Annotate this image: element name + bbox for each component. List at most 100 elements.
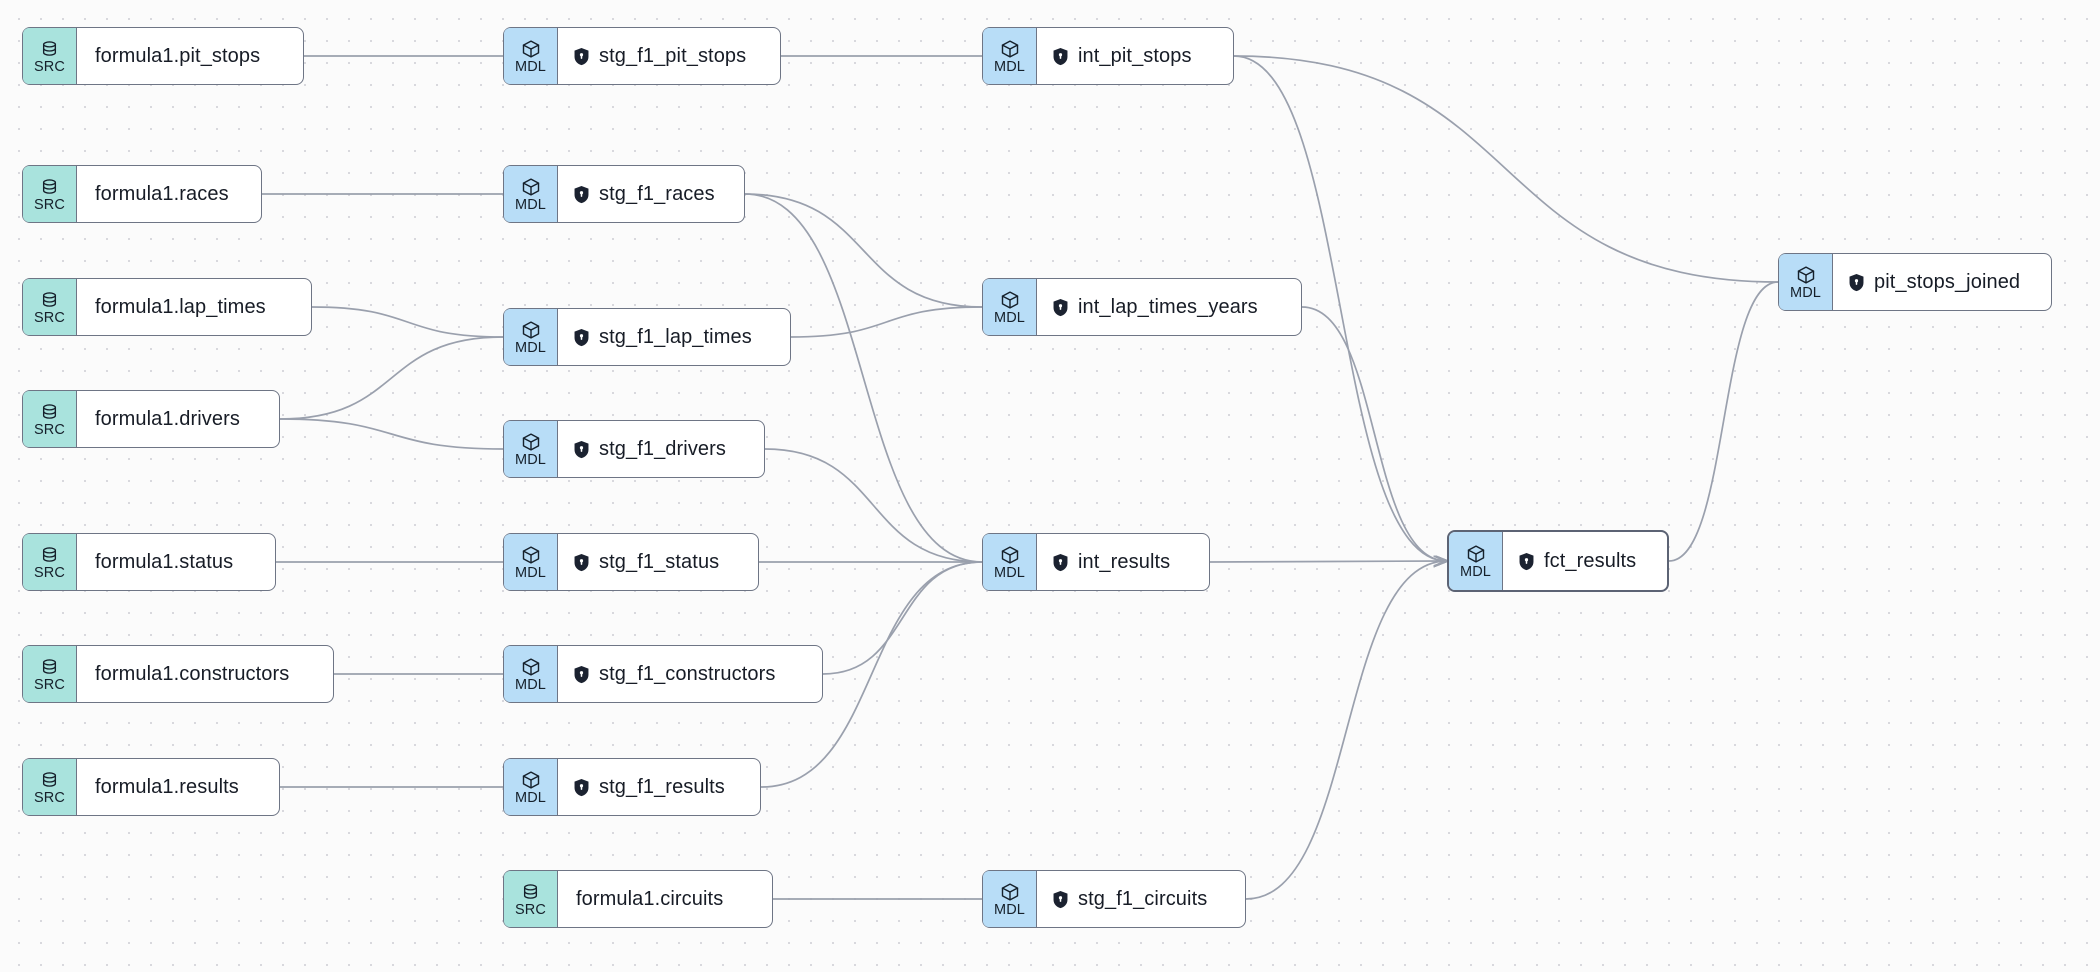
node-body[interactable]: formula1.constructors xyxy=(77,646,306,702)
cube-icon xyxy=(522,433,539,451)
node-body[interactable]: stg_f1_results xyxy=(558,759,741,815)
node-type-badge-src: SRC xyxy=(504,871,558,927)
node-type-label: SRC xyxy=(34,309,65,326)
graph-node-stg_status[interactable]: MDL stg_f1_status xyxy=(503,533,759,591)
shield-lock-icon xyxy=(1519,552,1534,570)
node-type-label: MDL xyxy=(1790,285,1821,301)
node-body[interactable]: stg_f1_circuits xyxy=(1037,871,1224,927)
node-type-badge-src: SRC xyxy=(23,534,77,590)
node-body[interactable]: formula1.results xyxy=(77,759,255,815)
edge-src_lap_times-to-stg_lap_times xyxy=(311,306,504,338)
node-type-badge-src: SRC xyxy=(23,28,77,84)
node-type-badge-mdl: MDL xyxy=(504,646,558,702)
graph-node-src_circuits[interactable]: SRC formula1.circuits xyxy=(503,870,773,928)
database-icon xyxy=(42,40,57,56)
graph-node-stg_constructors[interactable]: MDL stg_f1_constructors xyxy=(503,645,823,703)
node-body[interactable]: int_pit_stops xyxy=(1037,28,1208,84)
node-body[interactable]: formula1.circuits xyxy=(558,871,740,927)
database-icon xyxy=(42,403,57,419)
cube-icon xyxy=(522,658,539,676)
node-body[interactable]: stg_f1_pit_stops xyxy=(558,28,763,84)
graph-node-stg_pit_stops[interactable]: MDL stg_f1_pit_stops xyxy=(503,27,781,85)
node-body[interactable]: formula1.status xyxy=(77,534,250,590)
node-label: stg_f1_drivers xyxy=(599,438,727,460)
graph-node-pit_stops_joined[interactable]: MDL pit_stops_joined xyxy=(1778,253,2052,311)
node-body[interactable]: stg_f1_status xyxy=(558,534,736,590)
node-type-label: SRC xyxy=(34,196,65,213)
node-label: formula1.drivers xyxy=(95,408,240,430)
node-body[interactable]: fct_results xyxy=(1503,532,1653,590)
node-type-label: MDL xyxy=(994,310,1025,326)
shield-lock-icon xyxy=(1053,47,1068,65)
node-body[interactable]: formula1.pit_stops xyxy=(77,28,277,84)
node-body[interactable]: formula1.races xyxy=(77,166,245,222)
cube-icon xyxy=(522,321,539,339)
shield-lock-icon xyxy=(1053,298,1068,316)
database-icon xyxy=(42,658,57,674)
node-body[interactable]: formula1.lap_times xyxy=(77,279,282,335)
node-body[interactable]: stg_f1_lap_times xyxy=(558,309,768,365)
node-label: formula1.races xyxy=(95,183,229,205)
shield-lock-icon xyxy=(574,185,589,203)
graph-node-src_races[interactable]: SRC formula1.races xyxy=(22,165,262,223)
node-type-label: MDL xyxy=(515,677,546,693)
node-body[interactable]: formula1.drivers xyxy=(77,391,256,447)
node-type-label: SRC xyxy=(515,901,546,918)
node-type-label: MDL xyxy=(515,59,546,75)
database-icon xyxy=(42,771,57,787)
node-type-badge-mdl: MDL xyxy=(983,534,1037,590)
shield-lock-icon xyxy=(574,553,589,571)
shield-lock-icon xyxy=(574,328,589,346)
node-type-badge-mdl: MDL xyxy=(983,28,1037,84)
cube-icon xyxy=(1467,545,1484,563)
node-body[interactable]: stg_f1_drivers xyxy=(558,421,743,477)
node-type-badge-mdl: MDL xyxy=(504,166,558,222)
graph-node-src_status[interactable]: SRC formula1.status xyxy=(22,533,276,591)
node-type-badge-mdl: MDL xyxy=(504,421,558,477)
shield-lock-icon xyxy=(574,665,589,683)
graph-node-src_results[interactable]: SRC formula1.results xyxy=(22,758,280,816)
node-type-badge-mdl: MDL xyxy=(504,759,558,815)
node-label: int_lap_times_years xyxy=(1078,296,1258,318)
node-label: pit_stops_joined xyxy=(1874,271,2021,293)
shield-lock-icon xyxy=(574,778,589,796)
edge-int_pit_stops-to-pit_stops_joined xyxy=(1233,55,1779,283)
node-label: formula1.circuits xyxy=(576,888,724,910)
cube-icon xyxy=(522,40,539,58)
edge-stg_drivers-to-int_results xyxy=(764,448,983,563)
cube-icon xyxy=(1001,291,1018,309)
node-body[interactable]: int_results xyxy=(1037,534,1187,590)
shield-lock-icon xyxy=(574,440,589,458)
node-body[interactable]: int_lap_times_years xyxy=(1037,279,1274,335)
node-body[interactable]: stg_f1_races xyxy=(558,166,731,222)
node-label: stg_f1_pit_stops xyxy=(599,45,747,67)
cube-icon xyxy=(1001,40,1018,58)
shield-lock-icon xyxy=(1053,890,1068,908)
node-type-label: SRC xyxy=(34,564,65,581)
node-type-badge-mdl: MDL xyxy=(983,871,1037,927)
cube-icon xyxy=(1001,546,1018,564)
node-body[interactable]: stg_f1_constructors xyxy=(558,646,792,702)
node-label: fct_results xyxy=(1544,550,1637,572)
graph-node-int_lap_times_years[interactable]: MDL int_lap_times_years xyxy=(982,278,1302,336)
graph-node-stg_drivers[interactable]: MDL stg_f1_drivers xyxy=(503,420,765,478)
cube-icon xyxy=(1797,266,1814,284)
graph-node-stg_races[interactable]: MDL stg_f1_races xyxy=(503,165,745,223)
node-type-label: SRC xyxy=(34,789,65,806)
node-type-label: MDL xyxy=(515,197,546,213)
graph-node-stg_results[interactable]: MDL stg_f1_results xyxy=(503,758,761,816)
node-label: stg_f1_results xyxy=(599,776,725,798)
graph-node-src_lap_times[interactable]: SRC formula1.lap_times xyxy=(22,278,312,336)
node-body[interactable]: pit_stops_joined xyxy=(1833,254,2037,310)
node-type-label: MDL xyxy=(515,565,546,581)
shield-lock-icon xyxy=(1849,273,1864,291)
